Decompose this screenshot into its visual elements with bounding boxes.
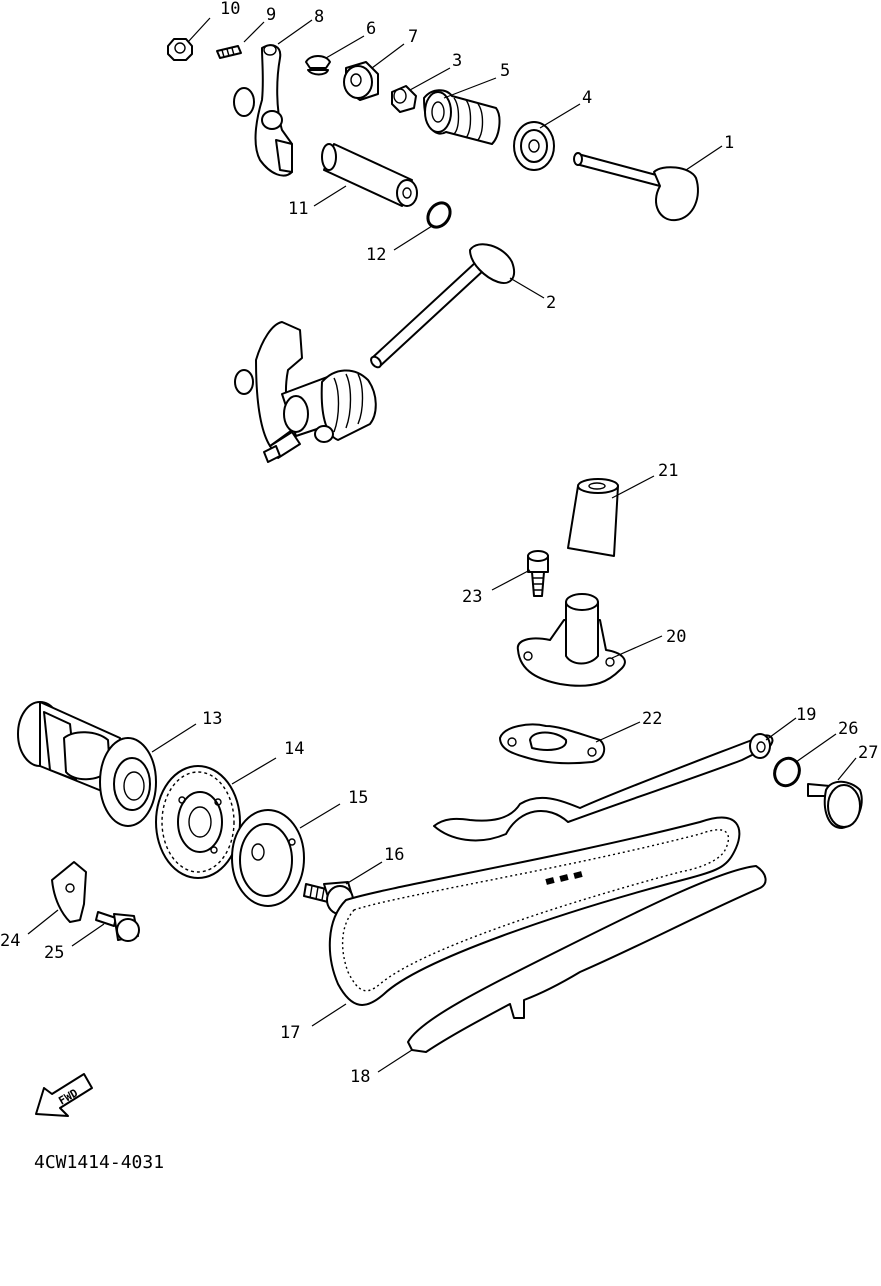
part-22-gasket[interactable] bbox=[499, 723, 606, 765]
part-21-tensioner-cap[interactable] bbox=[567, 478, 619, 557]
part-19-chain-guide[interactable] bbox=[433, 733, 774, 842]
part-6-valve-cotter[interactable] bbox=[305, 55, 331, 76]
part-3-valve-stem-seal[interactable] bbox=[391, 85, 417, 113]
part-1-valve[interactable] bbox=[573, 152, 699, 222]
callout-4[interactable]: 4 bbox=[582, 88, 592, 108]
callout-22[interactable]: 22 bbox=[642, 709, 662, 729]
leader-lines bbox=[27, 17, 857, 1073]
part-17-cam-chain[interactable] bbox=[328, 816, 741, 1006]
callout-20[interactable]: 20 bbox=[666, 627, 686, 647]
part-24-lock-plate[interactable] bbox=[51, 861, 87, 923]
callout-7[interactable]: 7 bbox=[408, 27, 418, 47]
part-20-tensioner-assembly[interactable] bbox=[516, 593, 626, 687]
part-8-rocker-arm[interactable] bbox=[233, 44, 293, 177]
part-15-cam-plate[interactable] bbox=[231, 809, 305, 907]
part-7-spring-retainer[interactable] bbox=[343, 61, 379, 101]
callout-2[interactable]: 2 bbox=[546, 293, 556, 313]
part-25-bolt[interactable] bbox=[95, 911, 140, 942]
callout-27[interactable]: 27 bbox=[858, 743, 878, 763]
callout-14[interactable]: 14 bbox=[284, 739, 304, 759]
part-5-valve-spring[interactable] bbox=[423, 89, 501, 145]
part-9-adjusting-screw[interactable] bbox=[216, 45, 242, 59]
part-2-valve[interactable] bbox=[369, 243, 516, 369]
callout-17[interactable]: 17 bbox=[280, 1023, 300, 1043]
callout-8[interactable]: 8 bbox=[314, 7, 324, 27]
callout-3[interactable]: 3 bbox=[452, 51, 462, 71]
part-27-pin[interactable] bbox=[807, 780, 863, 829]
callout-23[interactable]: 23 bbox=[462, 587, 482, 607]
part-12-o-ring[interactable] bbox=[423, 199, 454, 232]
callout-1[interactable]: 1 bbox=[724, 133, 734, 153]
callout-16[interactable]: 16 bbox=[384, 845, 404, 865]
callout-19[interactable]: 19 bbox=[796, 705, 816, 725]
callout-24[interactable]: 24 bbox=[0, 931, 20, 951]
callout-5[interactable]: 5 bbox=[500, 61, 510, 81]
callout-18[interactable]: 18 bbox=[350, 1067, 370, 1087]
part-26-o-ring[interactable] bbox=[770, 754, 804, 790]
callouts: 10 9 8 6 7 3 5 4 1 11 12 2 21 23 20 13 1… bbox=[0, 0, 878, 1087]
callout-26[interactable]: 26 bbox=[838, 719, 858, 739]
callout-9[interactable]: 9 bbox=[266, 5, 276, 25]
part-13-camshaft[interactable] bbox=[17, 701, 157, 827]
callout-25[interactable]: 25 bbox=[44, 943, 64, 963]
catalog-code: 4CW1414-4031 bbox=[34, 1152, 164, 1173]
part-14-cam-sprocket[interactable] bbox=[155, 765, 241, 879]
callout-6[interactable]: 6 bbox=[366, 19, 376, 39]
callout-21[interactable]: 21 bbox=[658, 461, 678, 481]
fwd-arrow-icon: FWD bbox=[35, 1073, 93, 1117]
callout-10[interactable]: 10 bbox=[220, 0, 240, 19]
rocker-arm-assembly-exhaust bbox=[234, 321, 377, 463]
callout-13[interactable]: 13 bbox=[202, 709, 222, 729]
callout-12[interactable]: 12 bbox=[366, 245, 386, 265]
part-18-chain-guide[interactable] bbox=[407, 865, 767, 1053]
part-4-spring-seat[interactable] bbox=[513, 121, 555, 171]
callout-11[interactable]: 11 bbox=[288, 199, 308, 219]
callout-15[interactable]: 15 bbox=[348, 788, 368, 808]
part-11-rocker-shaft[interactable] bbox=[321, 143, 418, 207]
part-23-bolt[interactable] bbox=[527, 550, 549, 597]
part-10-nut[interactable] bbox=[167, 38, 193, 61]
